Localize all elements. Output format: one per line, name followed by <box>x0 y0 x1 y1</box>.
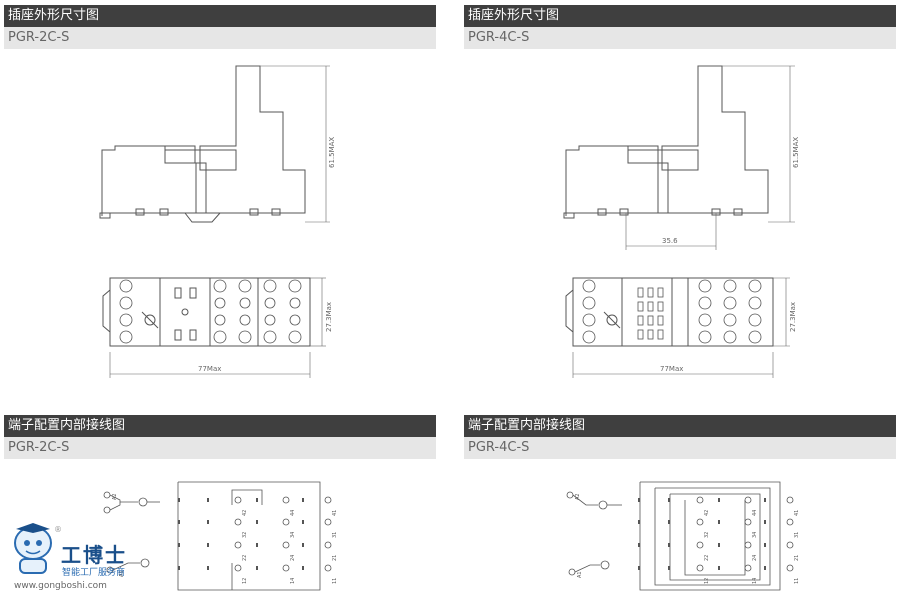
brand-url: www.gongboshi.com <box>14 581 107 591</box>
height-dimension: 61.5MAX <box>792 137 800 168</box>
depth-dimension: 27.3Max <box>789 302 797 332</box>
terminal-label: 31 <box>794 532 800 538</box>
section-title: 端子配置内部接线图 <box>464 415 896 437</box>
terminal-label: 22 <box>242 555 248 561</box>
height-dimension: 61.5MAX <box>328 137 336 168</box>
brand-slogan: 智能工厂服务商 <box>62 568 126 578</box>
terminal-label: 24 <box>752 555 758 561</box>
panel-wiring-4c: 端子配置内部接线图 PGR-4C-S <box>464 415 896 459</box>
side-view-2c-label: 61.5MAX <box>328 137 336 168</box>
section-title: 端子配置内部接线图 <box>4 415 436 437</box>
model-label: PGR-4C-S <box>464 437 896 459</box>
terminal-label: 11 <box>332 578 338 584</box>
robot-mascot-icon <box>14 523 52 574</box>
terminal-label: 34 <box>290 532 296 538</box>
model-label: PGR-2C-S <box>4 27 436 49</box>
watermark-logo: ® 工博士 智能工厂服务商 www.gongboshi.com <box>6 523 146 598</box>
side-view-2c <box>99 65 330 223</box>
panel-wiring-2c: 端子配置内部接线图 PGR-2C-S <box>4 415 436 459</box>
coil-label-a1: A1 <box>119 570 125 577</box>
width-dimension: 77Max <box>198 365 221 373</box>
rail-dimension: 35.6 <box>662 237 678 245</box>
terminal-label: 22 <box>704 555 710 561</box>
coil-label-a2: A2 <box>575 493 581 500</box>
terminal-label: 14 <box>290 578 296 584</box>
section-title: 插座外形尺寸图 <box>4 5 436 27</box>
coil-label-a2: A2 <box>112 493 118 500</box>
terminal-label: 31 <box>332 532 338 538</box>
width-dimension: 77Max <box>660 365 683 373</box>
registered-mark: ® <box>54 525 62 534</box>
terminal-label: 42 <box>704 510 710 516</box>
panel-dims-2c: 插座外形尺寸图 PGR-2C-S <box>4 5 436 49</box>
terminal-label: 42 <box>242 510 248 516</box>
terminal-label: 14 <box>752 578 758 584</box>
side-view-4c: 61.5MAX 35.6 <box>563 65 800 250</box>
terminal-label: 44 <box>290 510 296 516</box>
terminal-label: 24 <box>290 555 296 561</box>
section-title: 插座外形尺寸图 <box>464 5 896 27</box>
terminal-label: 34 <box>752 532 758 538</box>
terminal-label: 41 <box>794 510 800 516</box>
terminal-label: 41 <box>332 510 338 516</box>
coil-label-a1: A1 <box>577 571 583 578</box>
model-label: PGR-2C-S <box>4 437 436 459</box>
panel-dims-4c: 插座外形尺寸图 PGR-4C-S <box>464 5 896 49</box>
terminal-label: 11 <box>794 578 800 584</box>
terminal-label: 44 <box>752 510 758 516</box>
wiring-diagram-2c: A2 A1 42 44 41 32 34 31 22 24 21 12 14 1… <box>103 481 338 591</box>
top-view-4c: 27.3Max 77Max <box>565 277 797 378</box>
brand-name: 工博士 <box>61 543 127 567</box>
terminal-label: 12 <box>242 578 248 584</box>
terminal-label: 21 <box>332 555 338 561</box>
top-view-2c: 27.3Max 77Max <box>102 277 333 378</box>
terminal-label: 12 <box>704 578 710 584</box>
depth-dimension: 27.3Max <box>325 302 333 332</box>
terminal-label: 32 <box>704 532 710 538</box>
model-label: PGR-4C-S <box>464 27 896 49</box>
terminal-label: 32 <box>242 532 248 538</box>
terminal-label: 21 <box>794 555 800 561</box>
